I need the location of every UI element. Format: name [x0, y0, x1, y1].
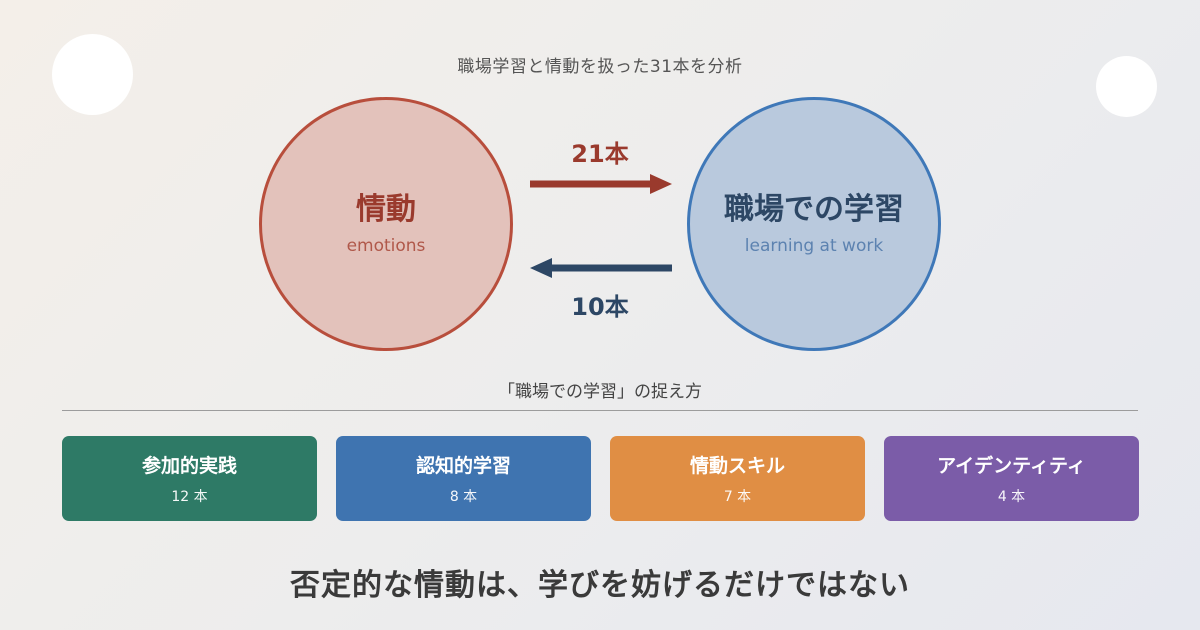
divider — [62, 410, 1138, 411]
card-title: 情動スキル — [689, 455, 785, 477]
arrow-right-icon — [530, 174, 672, 194]
card-title: 認知的学習 — [415, 455, 511, 477]
arrow-left-icon — [530, 258, 672, 278]
card-title: 参加的実践 — [141, 455, 237, 477]
decorative-circle-right — [1096, 56, 1157, 117]
emotions-circle-title: 情動 — [356, 192, 416, 227]
card-emotional-skills: 情動スキル 7 本 — [610, 436, 865, 521]
card-count: 4 本 — [997, 489, 1026, 505]
card-count: 8 本 — [449, 489, 478, 505]
emotions-to-work-count: 21本 — [571, 140, 629, 168]
work-learning-circle-subtitle: learning at work — [744, 236, 884, 256]
card-participatory-practice: 参加的実践 12 本 — [62, 436, 317, 521]
category-cards: 参加的実践 12 本 認知的学習 8 本 情動スキル 7 本 アイデンティティ … — [62, 436, 1139, 521]
page-subtitle: 職場学習と情動を扱った31本を分析 — [457, 57, 743, 77]
emotions-circle-subtitle: emotions — [346, 236, 426, 256]
section-label: 「職場での学習」の捉え方 — [498, 382, 702, 402]
card-count: 12 本 — [171, 489, 208, 505]
emotions-circle: 情動 emotions — [259, 97, 513, 351]
work-learning-circle-title: 職場での学習 — [724, 192, 904, 227]
card-title: アイデンティティ — [937, 455, 1086, 477]
work-to-emotions-count: 10本 — [571, 293, 629, 321]
conclusion-text: 否定的な情動は、学びを妨げるだけではない — [290, 568, 910, 603]
card-identity: アイデンティティ 4 本 — [884, 436, 1139, 521]
work-learning-circle: 職場での学習 learning at work — [687, 97, 941, 351]
card-cognitive-learning: 認知的学習 8 本 — [336, 436, 591, 521]
decorative-circle-left — [52, 34, 133, 115]
card-count: 7 本 — [723, 489, 752, 505]
